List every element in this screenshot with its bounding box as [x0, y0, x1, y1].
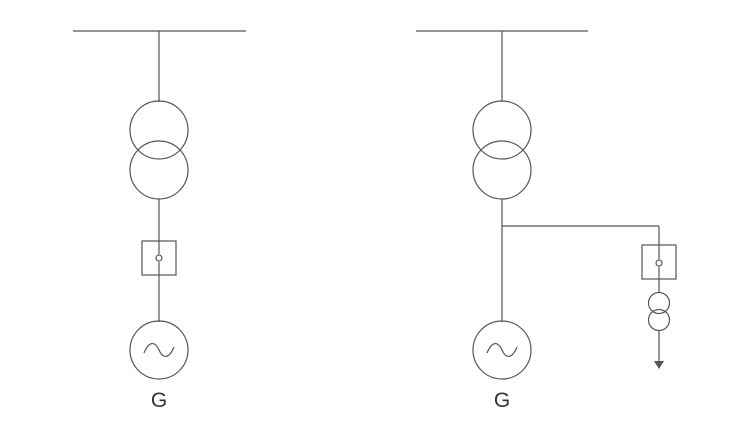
right-generator-icon	[472, 320, 532, 380]
left-breaker-icon	[141, 240, 177, 276]
right-generator-label: G	[494, 389, 510, 412]
right-scheme	[416, 30, 677, 380]
left-generator-label: G	[151, 389, 167, 412]
auxiliary-branch	[502, 225, 677, 361]
left-transformer-icon	[129, 100, 189, 200]
left-scheme	[73, 30, 246, 380]
load-arrow-icon	[654, 361, 664, 369]
right-transformer-icon	[472, 100, 532, 200]
left-generator-icon	[129, 320, 189, 380]
auxiliary-breaker-icon	[641, 244, 677, 280]
auxiliary-transformer-icon	[647, 291, 671, 332]
